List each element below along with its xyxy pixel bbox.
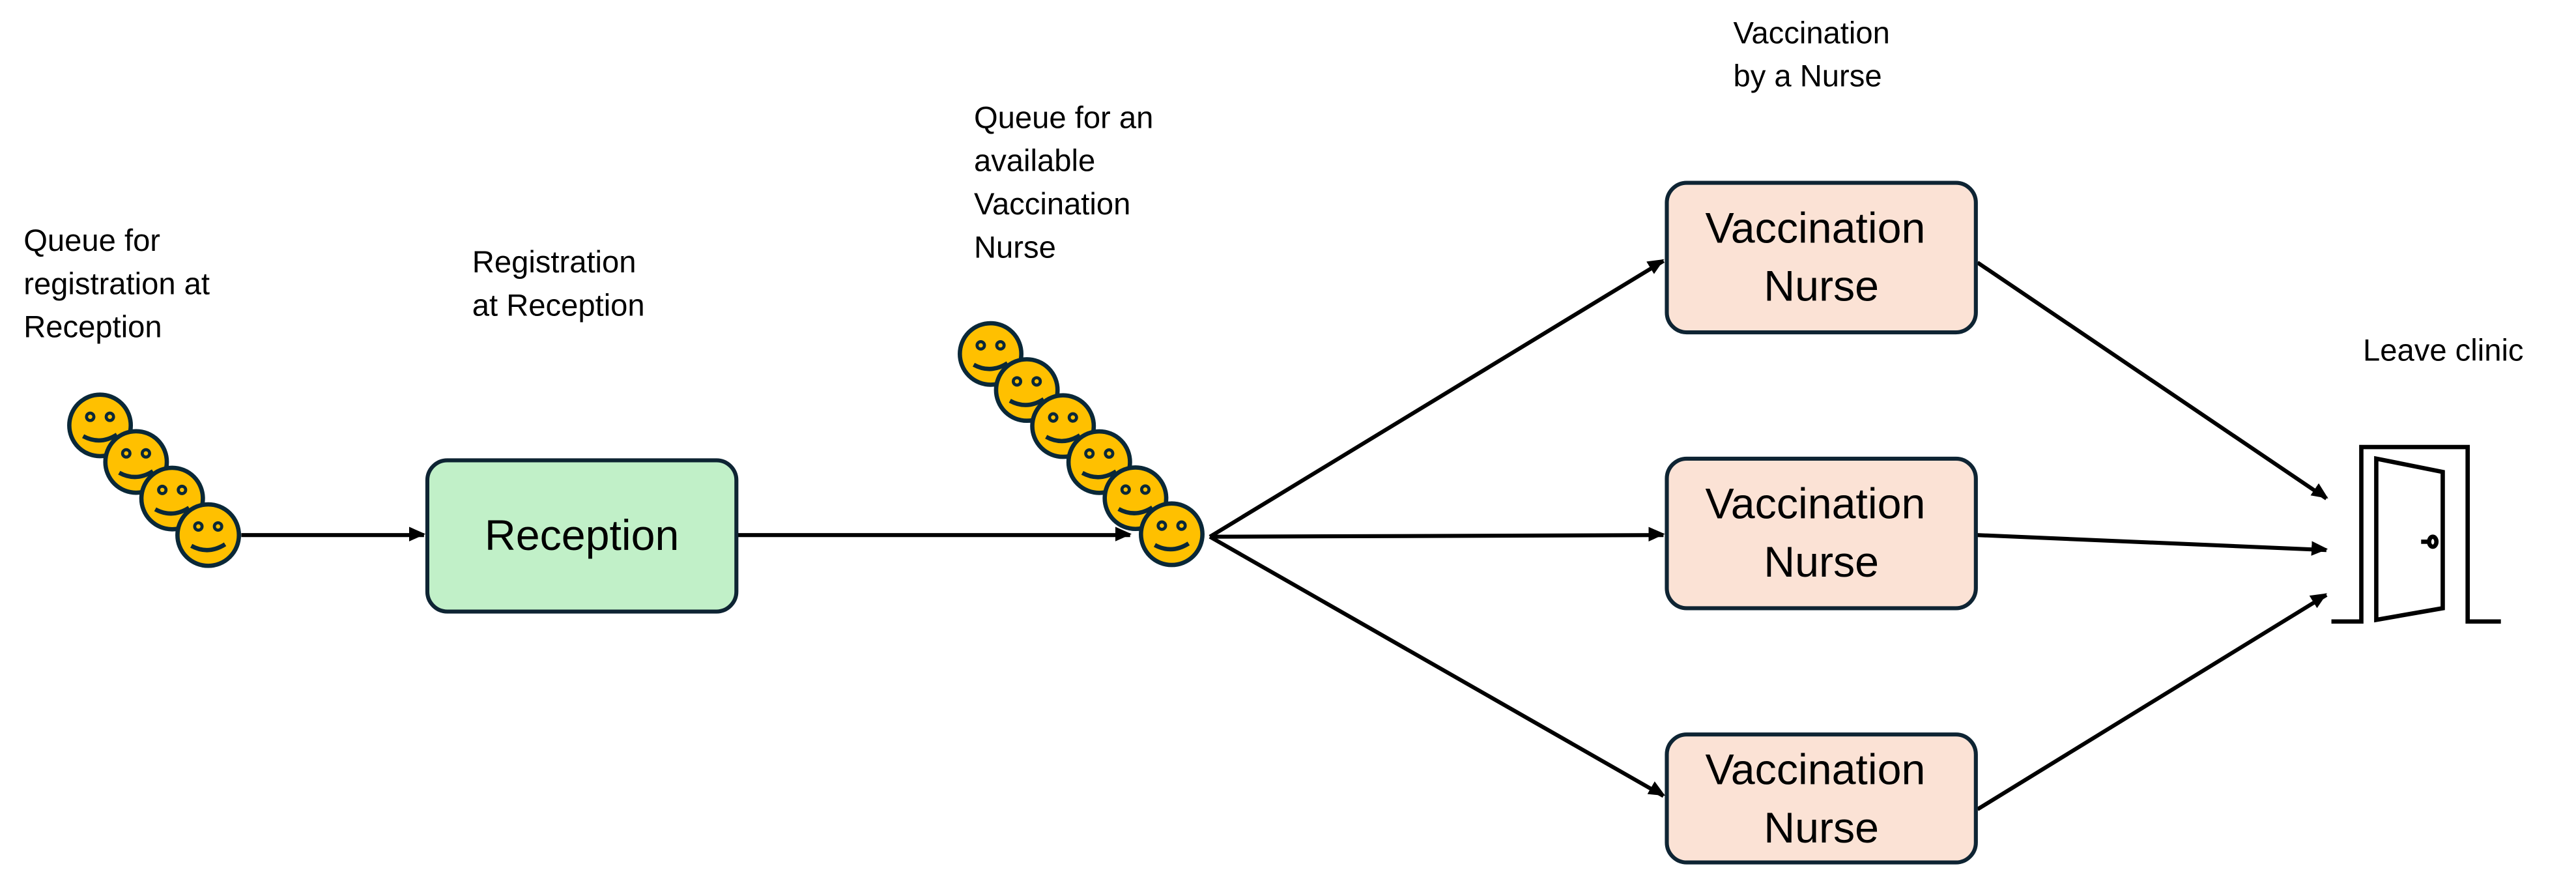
nurse-box-1-label: Vaccination Nurse [1706, 204, 1938, 310]
smiley-face-icon [1138, 501, 1205, 568]
arrow-nurse-1-to-exit [1976, 261, 2328, 500]
door-leaf [2374, 455, 2445, 623]
label-queue-reception: Queue for registration at Reception [23, 223, 218, 344]
door-frame [2331, 444, 2501, 624]
nurse-box-3-label: Vaccination Nurse [1706, 746, 1938, 852]
reception-box-shape [425, 458, 739, 614]
reception-box: Reception [425, 458, 739, 614]
arrow-nurse-2-to-exit [1977, 533, 2328, 556]
label-queue-nurse: Queue for an available Vaccination Nurse [974, 100, 1162, 264]
arrow-queue-to-nurse-1 [1209, 259, 1665, 539]
label-vaccination: Vaccination by a Nurse [1733, 15, 1898, 93]
label-leave-clinic: Leave clinic [2363, 332, 2523, 367]
nurse-box-3-shape [1665, 732, 1978, 865]
queue-reception [67, 392, 242, 568]
nurse-box-1: Vaccination Nurse [1665, 180, 1978, 335]
arrow-queue-to-nurse-3 [1209, 535, 1666, 798]
smiley-face-icon [175, 502, 242, 568]
door-handle-knob [2427, 534, 2439, 549]
nurse-box-1-shape [1665, 180, 1978, 335]
nurse-box-2-shape [1665, 456, 1978, 611]
arrow-nurse-3-to-exit [1976, 593, 2328, 811]
queue-nurse [958, 321, 1205, 568]
nurse-box-3: Vaccination Nurse [1665, 732, 1978, 865]
arrow-queue-to-nurse-2 [1210, 526, 1665, 541]
nurse-box-2: Vaccination Nurse [1665, 456, 1978, 611]
nurse-box-2-label: Vaccination Nurse [1706, 480, 1938, 586]
label-registration: Registration at Reception [472, 244, 645, 322]
reception-box-label: Reception [485, 512, 680, 560]
door-icon [2331, 444, 2501, 624]
